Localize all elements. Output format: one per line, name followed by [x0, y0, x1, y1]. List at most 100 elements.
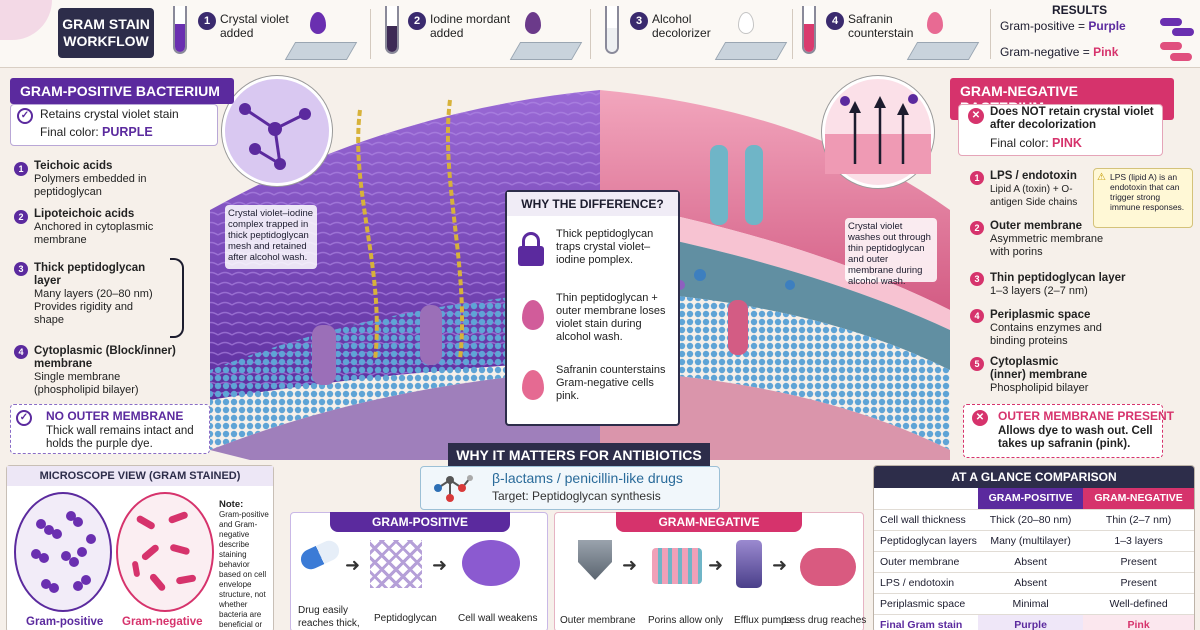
positive-banner: GRAM-POSITIVE BACTERIUM — [10, 78, 234, 104]
slide-icon — [714, 42, 788, 60]
cytoplasm-floor — [210, 370, 600, 460]
workflow-title: GRAM STAIN WORKFLOW — [58, 8, 154, 58]
layer-title: LPS / endotoxin — [990, 170, 1077, 182]
checkmark-icon: ✓ — [16, 410, 32, 426]
arrow-icon: ➜ — [708, 555, 724, 575]
membrane-protein — [728, 300, 748, 355]
negative-step: Porins allow only — [648, 615, 724, 626]
pink-cell-icon — [1160, 42, 1182, 50]
workflow-bar — [0, 0, 1200, 68]
membrane-protein — [420, 305, 442, 365]
table-header-cell — [874, 488, 978, 510]
negative-retains: Does NOT retain crystal violet after dec… — [990, 106, 1154, 131]
final-color-value: PURPLE — [102, 125, 153, 139]
layer-number: 3 — [970, 272, 984, 286]
crystal-violet-drop-icon — [310, 12, 326, 34]
results-positive-value: Purple — [1088, 19, 1126, 33]
step-label: Iodine mordant added — [430, 12, 511, 40]
drug-target: Target: Peptidoglycan synthesis — [492, 489, 661, 503]
crystal-violet-zoom — [222, 76, 332, 186]
comparison-panel: AT A GLANCE COMPARISON GRAM-POSITIVE GRA… — [873, 465, 1195, 630]
porin-channel — [710, 145, 728, 225]
positive-step: Peptidoglycan — [374, 613, 437, 624]
negative-layer-5: Cytoplasmic (inner) membrane Phospholipi… — [990, 356, 1090, 395]
layer-title: Cytoplasmic (inner) membrane — [990, 356, 1088, 381]
antibiotic-negative-title: GRAM-NEGATIVE — [616, 512, 802, 532]
negative-callout: Crystal violet washes out through thin p… — [845, 218, 937, 287]
lock-icon — [522, 232, 540, 250]
negative-summary-box — [958, 104, 1163, 156]
x-icon: ✕ — [972, 410, 988, 426]
results-negative: Gram-negative = Pink — [1000, 45, 1118, 59]
thin-peptidoglycan — [600, 200, 950, 330]
stain-drop-icon — [522, 300, 544, 330]
layer-number: 1 — [14, 162, 28, 176]
warning-icon: ⚠ — [1097, 172, 1106, 183]
results-negative-value: Pink — [1093, 45, 1119, 59]
layer-number: 3 — [14, 262, 28, 276]
layer-desc: Asymmetric membrane with porins — [990, 233, 1104, 258]
results-positive-label: Gram-positive = — [1000, 19, 1086, 33]
layer-title: Cytoplasmic (Block/inner) membrane — [34, 345, 176, 370]
step-number: 2 — [408, 12, 426, 30]
weakened-cell-icon — [462, 540, 520, 586]
results-positive: Gram-positive = Purple — [1000, 19, 1126, 33]
step-number: 1 — [198, 12, 216, 30]
layer-desc: Many layers (20–80 nm) Provides rigidity… — [34, 288, 153, 326]
table-header-cell: GRAM-POSITIVE — [978, 488, 1084, 510]
layer-title: Thick peptidoglycan layer — [34, 262, 146, 287]
layer-number: 1 — [970, 171, 984, 185]
negative-step: Outer membrane — [560, 615, 636, 626]
layer-number: 4 — [970, 309, 984, 323]
pink-cell-icon — [1170, 53, 1192, 61]
purple-cell-icon — [1160, 18, 1182, 26]
table-header-row: GRAM-POSITIVE GRAM-NEGATIVE — [874, 488, 1194, 510]
no-outer-title: NO OUTER MEMBRANE — [46, 409, 184, 423]
negative-layer-3: Thin peptidoglycan layer 1–3 layers (2–7… — [990, 272, 1140, 298]
positive-layer-1: Teichoic acids Polymers embedded in pept… — [34, 160, 174, 199]
layer-title: Thin peptidoglycan layer — [990, 272, 1126, 284]
slide-icon — [509, 42, 583, 60]
bacterium-icon — [800, 548, 856, 586]
layer-title: Outer membrane — [990, 220, 1083, 232]
outer-membrane-present-box — [963, 404, 1163, 458]
outer-present-desc: Allows dye to wash out. Cell takes up sa… — [998, 425, 1153, 450]
why-item-2: Thin peptidoglycan + outer membrane lose… — [556, 292, 666, 343]
positive-step: Drug easily reaches thick, — [298, 605, 360, 629]
results-title: RESULTS — [1052, 3, 1108, 17]
porin-channel — [745, 145, 763, 225]
no-outer-desc: Thick wall remains intact and holds the … — [46, 425, 194, 450]
negative-layer-4: Periplasmic space Contains enzymes and b… — [990, 309, 1110, 348]
peptidoglycan-mesh-icon — [370, 540, 422, 588]
negative-step: Efflux pumps — [734, 615, 792, 626]
layer-desc: Polymers embedded in peptidoglycan — [34, 173, 147, 198]
gram-negative-micrograph — [116, 492, 214, 612]
step-label: Safranin counterstain — [848, 12, 914, 40]
step-number: 4 — [826, 12, 844, 30]
drug-name: β-lactams / penicillin-like drugs — [492, 470, 683, 486]
safranin-drop-icon — [522, 370, 544, 400]
dye-washout-zoom — [822, 76, 934, 188]
cytoplasm-floor-negative — [600, 370, 950, 460]
layer-title: Periplasmic space — [990, 309, 1091, 321]
arrow-icon: ➜ — [622, 555, 638, 575]
layer-desc: Contains enzymes and binding proteins — [990, 322, 1102, 347]
arrow-icon: ➜ — [432, 555, 448, 575]
iodine-drop-icon — [525, 12, 541, 34]
purple-cell-icon — [1172, 28, 1194, 36]
porin-icon — [652, 548, 702, 584]
final-color-value: PINK — [1052, 136, 1082, 150]
negative-layer-2: Outer membrane Asymmetric membrane with … — [990, 220, 1110, 259]
molecule-icon — [434, 475, 473, 502]
layer-desc: Single membrane (phospholipid bilayer) — [34, 371, 139, 396]
comparison-title: AT A GLANCE COMPARISON — [874, 466, 1194, 488]
gram-positive-micrograph — [14, 492, 112, 612]
positive-summary-box — [10, 104, 218, 146]
negative-caption: Gram-negative — [122, 616, 203, 628]
